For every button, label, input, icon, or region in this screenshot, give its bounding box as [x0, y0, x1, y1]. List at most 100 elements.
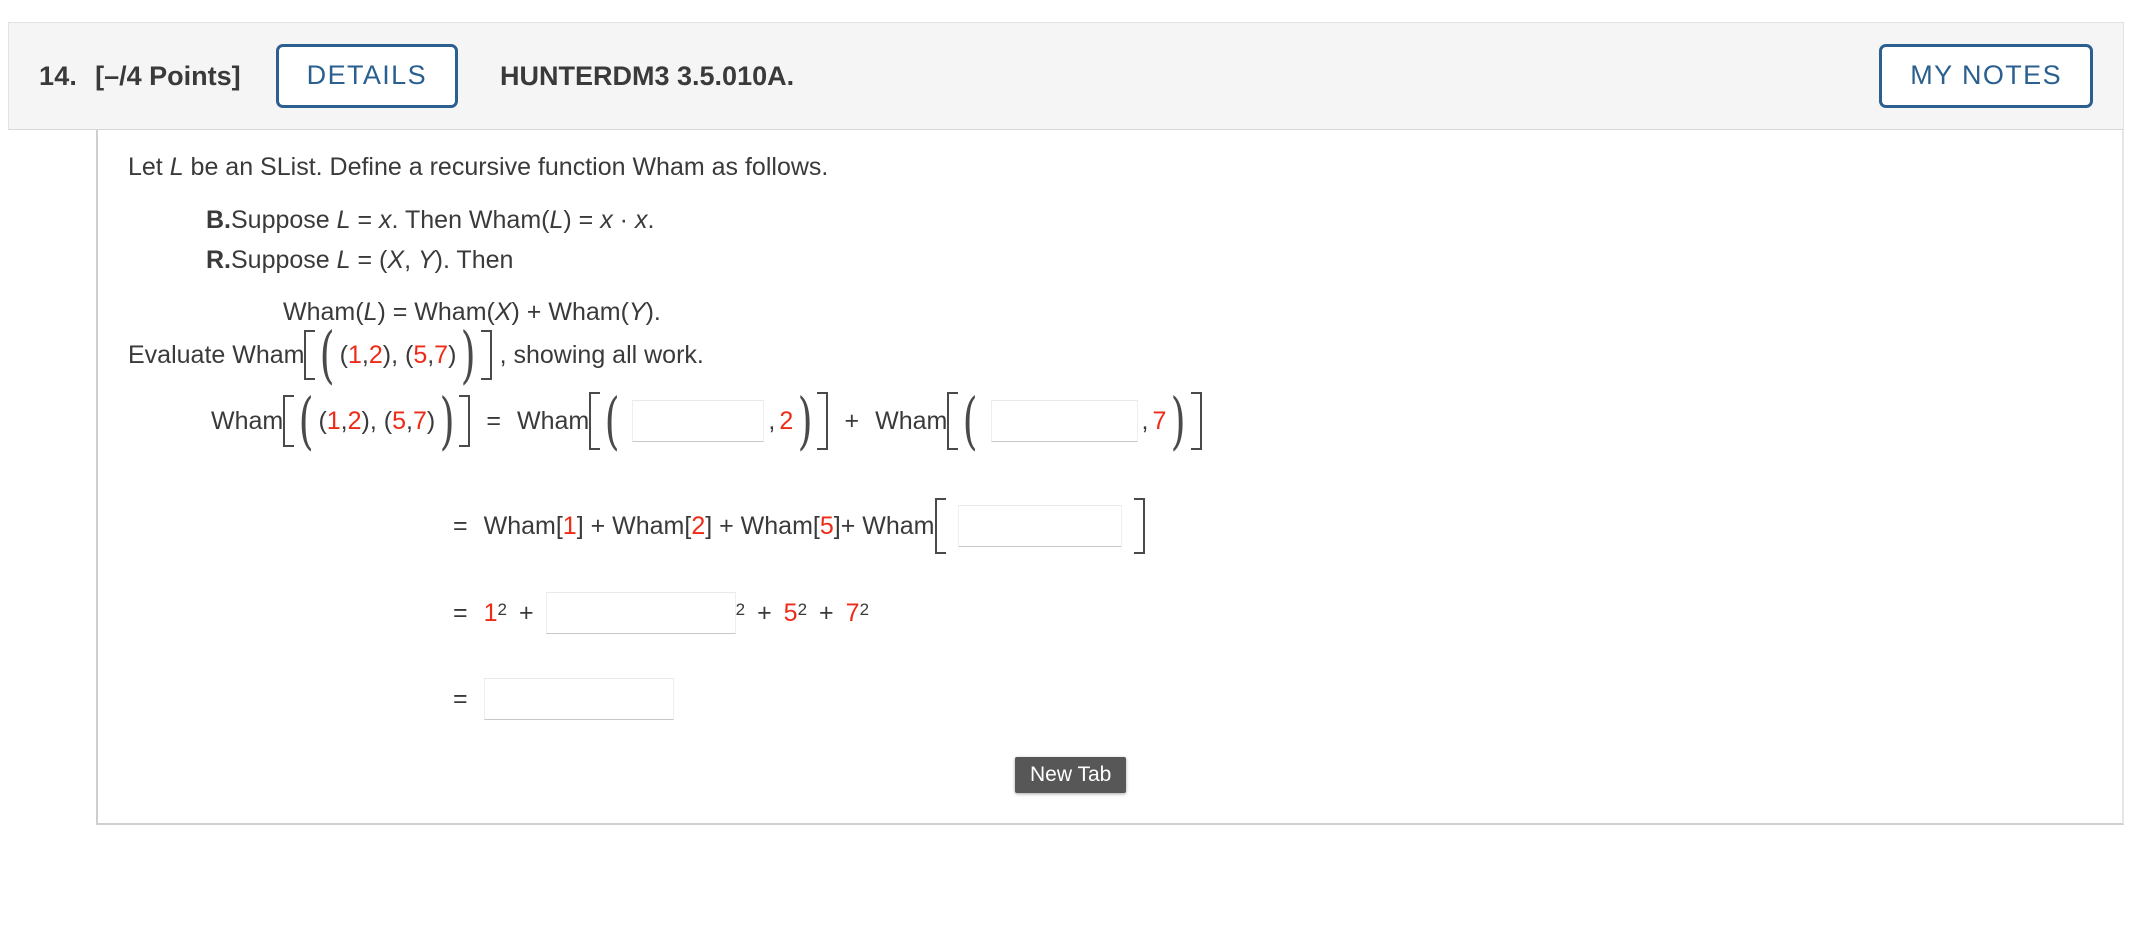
question-header-bar: 14. [–/4 Points] DETAILS HUNTERDM3 3.5.0… — [8, 22, 2124, 130]
bracket-open-icon — [947, 392, 959, 450]
intro-text-pre: Let — [128, 153, 170, 181]
case-b-label: B. — [206, 206, 231, 234]
case-b-t2: = — [350, 206, 380, 234]
my-notes-button[interactable]: MY NOTES — [1879, 44, 2093, 108]
l1-comma-b: , — [405, 406, 413, 435]
answer-input-5[interactable] — [483, 678, 674, 720]
recursion-equation: Wham(L) = Wham(X) + Wham(Y). — [283, 300, 661, 325]
bracket-close-icon — [1190, 392, 1202, 450]
l1-lhs-fn: Wham — [211, 406, 284, 435]
answer-input-2[interactable] — [990, 400, 1138, 442]
case-b-v1: L — [336, 206, 351, 234]
case-r-label: R. — [206, 246, 231, 274]
l3-equals: = — [453, 598, 468, 627]
details-button[interactable]: DETAILS — [275, 44, 459, 108]
case-b-t4: ) = — [563, 206, 601, 234]
evaluate-prefix: Evaluate Wham — [128, 340, 305, 369]
paren-open-icon: ( — [962, 383, 978, 457]
l2-v2: 2 — [691, 511, 706, 540]
case-r-t3: , — [404, 246, 418, 274]
answer-input-3[interactable] — [957, 505, 1122, 547]
eval-a: 1 — [348, 340, 362, 369]
bracket-close-icon — [817, 392, 829, 450]
l1-plus: + — [844, 406, 860, 435]
rec-v3: Y — [628, 298, 646, 326]
intro-variable-L: L — [169, 153, 184, 181]
l1-lhs-c: 5 — [392, 406, 406, 435]
rec-t3: ) + Wham( — [511, 298, 629, 326]
eval-d: 7 — [434, 340, 449, 369]
l3-plus-3: + — [819, 598, 834, 627]
l3-plus-2: + — [757, 598, 772, 627]
l1-sep-comma-1: , — [768, 406, 776, 435]
case-b-t3: . Then Wham( — [391, 206, 550, 234]
paren-close-icon: ) — [1170, 383, 1186, 457]
rec-v2: X — [494, 298, 512, 326]
l4-equals: = — [453, 684, 468, 713]
l3-base-1: 1 — [483, 598, 498, 627]
case-b-v5: x — [634, 206, 648, 234]
l3-base-3: 7 — [845, 598, 860, 627]
case-b-t6: . — [647, 206, 655, 234]
l3-base-2: 5 — [783, 598, 798, 627]
case-r-line: R.Suppose L = (X, Y). Then — [206, 248, 513, 273]
case-b-t5: · — [612, 206, 635, 234]
work-line-4: = — [453, 678, 674, 720]
answer-input-1[interactable] — [632, 400, 765, 442]
evaluate-prompt: Evaluate Wham ( (1, 2), (5, 7) ) , showi… — [128, 317, 704, 391]
l2-t1: Wham[ — [483, 511, 563, 540]
eval-b: 2 — [368, 340, 383, 369]
paren-open-icon: ( — [604, 383, 620, 457]
l1-inner-close: ) — [426, 406, 436, 435]
paren-open-icon: ( — [320, 317, 336, 391]
eval-inner-close: ) — [448, 340, 457, 369]
rec-t4: ). — [645, 298, 661, 326]
l2-v3: 5 — [819, 511, 834, 540]
paren-close-icon: ) — [461, 317, 477, 391]
l1-known-1: 2 — [779, 406, 794, 435]
eval-mid: ), ( — [382, 340, 414, 369]
l1-sep-comma-2: , — [1141, 406, 1149, 435]
bracket-close-icon — [459, 395, 471, 447]
bracket-open-icon — [934, 498, 946, 554]
l1-inner-open: ( — [318, 406, 327, 435]
case-b-v2: x — [379, 206, 392, 234]
l2-t4: ]+ Wham — [833, 511, 935, 540]
eval-comma1: , — [361, 340, 369, 369]
evaluate-suffix: , showing all work. — [499, 340, 704, 369]
l1-comma-a: , — [340, 406, 348, 435]
case-r-v1: L — [336, 246, 351, 274]
case-r-v2: X — [387, 246, 405, 274]
bracket-close-icon — [1133, 498, 1145, 554]
bracket-open-icon — [589, 392, 601, 450]
l2-v1: 1 — [562, 511, 577, 540]
problem-intro: Let L be an SList. Define a recursive fu… — [128, 155, 828, 180]
question-content-panel: Let L be an SList. Define a recursive fu… — [96, 130, 2124, 825]
answer-input-4[interactable] — [545, 592, 736, 634]
l1-fn2: Wham — [875, 406, 948, 435]
paren-close-icon: ) — [439, 383, 455, 457]
case-b-t1: Suppose — [231, 206, 337, 234]
question-number: 14. — [39, 60, 78, 91]
case-r-t4: ). Then — [434, 246, 514, 274]
l1-fn1: Wham — [516, 406, 590, 435]
case-b-v3: L — [549, 206, 564, 234]
rec-t2: ) = Wham( — [377, 298, 495, 326]
bracket-close-icon — [480, 330, 492, 380]
l1-lhs-d: 7 — [412, 406, 427, 435]
l2-t2: ] + Wham[ — [576, 511, 692, 540]
case-r-t1: Suppose — [231, 246, 337, 274]
bracket-open-icon — [283, 395, 295, 447]
eval-comma2: , — [427, 340, 435, 369]
l1-mid: ), ( — [361, 406, 393, 435]
rec-v1: L — [363, 298, 378, 326]
case-b-line: B.Suppose L = x. Then Wham(L) = x · x. — [206, 208, 654, 233]
work-line-2: = Wham[1] + Wham[2] + Wham[5]+ Wham — [453, 498, 1145, 554]
case-r-t2: = ( — [350, 246, 388, 274]
l1-equals: = — [486, 406, 501, 435]
l1-known-2: 7 — [1152, 406, 1167, 435]
eval-inner-open: ( — [339, 340, 348, 369]
paren-open-icon: ( — [298, 383, 314, 457]
bracket-open-icon — [304, 330, 316, 380]
